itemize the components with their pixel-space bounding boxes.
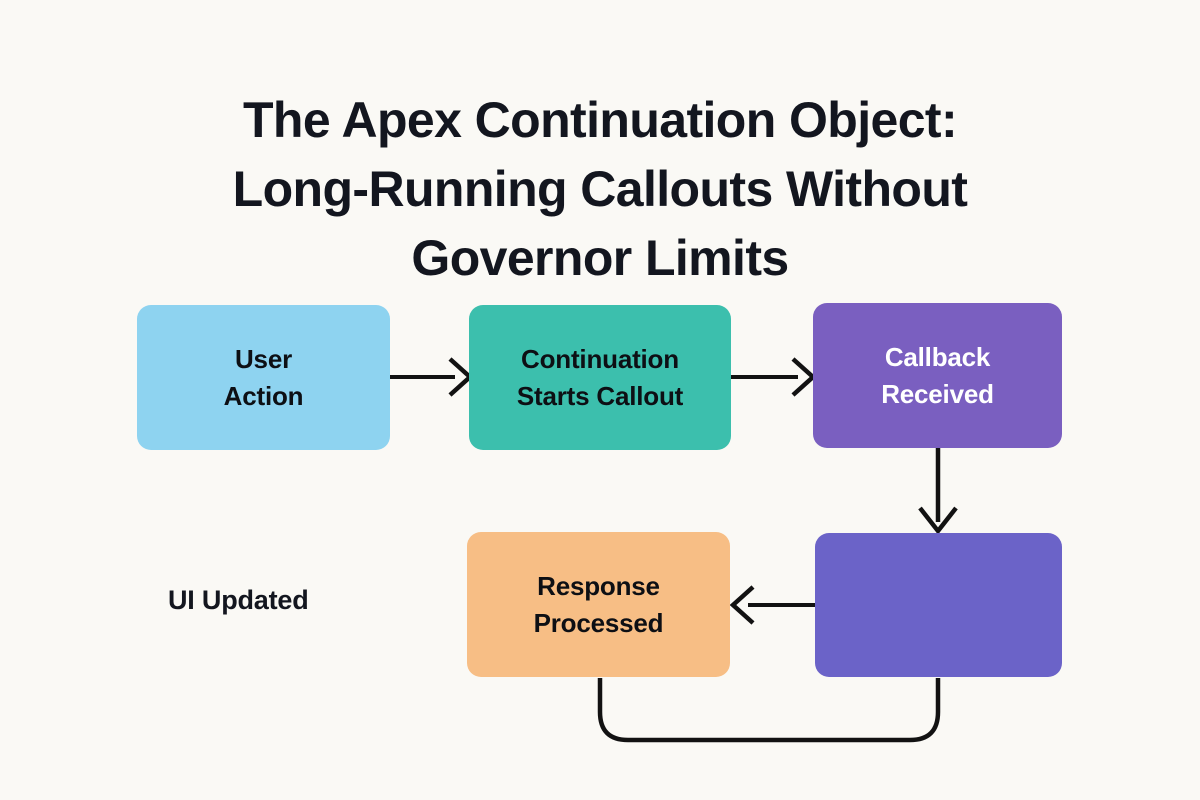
flow-node-continuation-starts-callout[interactable]: Continuation Starts Callout	[469, 305, 731, 450]
flow-node-user-action[interactable]: User Action	[137, 305, 390, 450]
edge-user-action-to-continuation	[390, 357, 474, 397]
flow-node-response-processed[interactable]: Response Processed	[467, 532, 730, 677]
edge-callback-to-ui-box	[918, 448, 958, 535]
flow-node-ui-updated-box[interactable]	[815, 533, 1062, 677]
edge-ui-box-to-response	[729, 585, 815, 625]
edge-continuation-to-callback	[731, 357, 817, 397]
flow-label-ui-updated: UI Updated	[168, 585, 309, 615]
flow-node-callback-received[interactable]: Callback Received	[813, 303, 1062, 448]
edge-response-to-ui-box-loop	[597, 678, 941, 743]
page-title: The Apex Continuation Object: Long-Runni…	[232, 91, 968, 286]
